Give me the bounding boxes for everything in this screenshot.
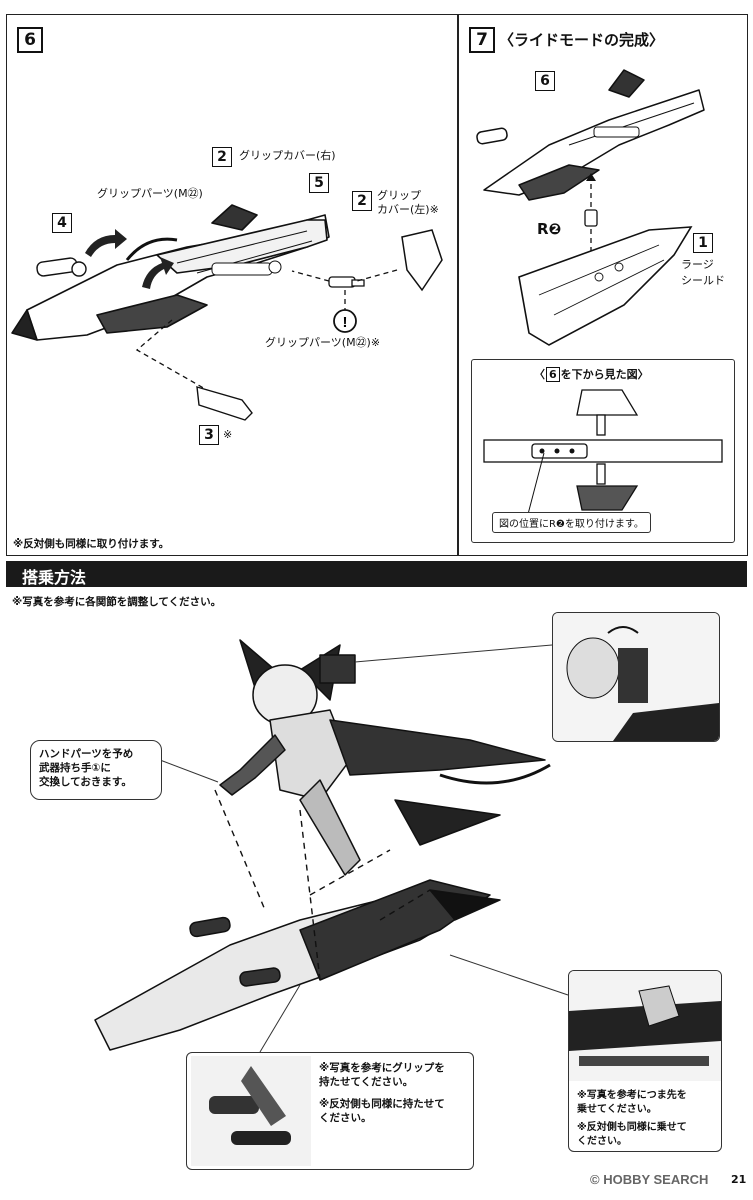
figure-leg <box>299 779 361 876</box>
step6-illustration: ! <box>11 204 443 421</box>
lower-blade <box>96 294 208 334</box>
step6-footnote: ※反対側も同様に取り付けます。 <box>13 538 170 550</box>
ride-header-bar: 搭乗方法 <box>6 561 747 587</box>
caution-icon: ! <box>343 314 348 331</box>
step7-title: 〈ライドモードの完成〉 <box>499 31 665 49</box>
figure-cable <box>439 763 551 785</box>
r2-pin <box>584 209 598 227</box>
part-2-label: 2 <box>212 147 232 167</box>
step6-number: 6 <box>17 27 43 53</box>
grip-note-1: ※写真を参考にグリップを 持たせてください。 <box>319 1062 445 1088</box>
part-4-label: 4 <box>52 213 72 233</box>
detail-photo-top <box>552 612 720 742</box>
ride-illustration <box>94 639 569 1053</box>
grip-cover-left-label: グリップ カバー(左)※ <box>377 189 439 216</box>
figure-backpack <box>319 654 356 684</box>
toe-note-2: ※反対側も同様に乗せて ください。 <box>577 1122 687 1147</box>
blade-fin <box>211 204 258 231</box>
part-2b-label: 2 <box>352 191 372 211</box>
hand-note-box: ハンドパーツを予め 武器持ち手①に 交換しておきます。 <box>30 740 162 800</box>
bike-spike <box>429 889 501 921</box>
front-tip <box>11 309 38 341</box>
part-5-label: 5 <box>309 173 329 193</box>
step7-number: 7 <box>469 27 495 53</box>
part-3-label: 3 <box>199 425 219 445</box>
toe-note-1: ※写真を参考につま先を 乗せてください。 <box>577 1090 687 1115</box>
toe-note-box: ※写真を参考につま先を 乗せてください。 ※反対側も同様に乗せて ください。 <box>568 970 722 1152</box>
part-3-piece <box>196 386 253 421</box>
r2-label: R❷ <box>537 220 562 238</box>
subview-illustration <box>483 389 723 519</box>
rotate-arrow-2 <box>142 257 174 289</box>
grip-cover-left-part <box>401 229 443 292</box>
grip-note-box: ※写真を参考にグリップを 持たせてください。 ※反対側も同様に持たせて ください… <box>186 1052 474 1170</box>
bike-grip-left <box>189 916 231 938</box>
page-number: 21 <box>731 1173 747 1186</box>
watermark: © HOBBY SEARCH <box>590 1172 709 1187</box>
subview-title-num: 6 <box>546 367 560 382</box>
large-shield-part <box>518 226 693 346</box>
grip-cover-right-label: グリップカバー(右) <box>239 149 336 162</box>
hand-note: ハンドパーツを予め 武器持ち手①に 交換しておきます。 <box>39 748 134 788</box>
step7-part-1-label: 1 <box>693 233 713 253</box>
step7-illustration <box>476 69 705 346</box>
figure-tail-fin <box>394 799 501 846</box>
grip-part-small <box>328 276 356 288</box>
step7-panel: 7 〈ライドモードの完成〉 6 1 ラージ シールド R❷ <box>458 14 748 556</box>
figure-torso <box>269 709 351 801</box>
step6-panel: 6 2 グリップカバー(右) グリップパーツ(M㉒) 5 2 グリップ カバー(… <box>6 14 458 556</box>
figure-arm-left <box>219 734 286 796</box>
figure-wing <box>329 719 546 776</box>
part-4-grip <box>36 257 78 277</box>
part-3-mark: ※ <box>223 428 233 441</box>
grip-parts-label-bottom: グリップパーツ(M㉒)※ <box>265 336 381 349</box>
bike-grip-right <box>239 967 281 987</box>
step7-part-6-label: 6 <box>535 71 555 91</box>
large-shield-label: ラージ シールド <box>681 258 725 287</box>
ride-header-title: 搭乗方法 <box>22 568 87 587</box>
rotate-arrow-1 <box>85 229 127 257</box>
subview-note: 図の位置にR❷を取り付けます。 <box>492 512 651 533</box>
ride-intro: ※写真を参考に各関節を調整してください。 <box>12 596 222 608</box>
grip-parts-label-top: グリップパーツ(M㉒) <box>97 187 203 200</box>
grip-note-2: ※反対側も同様に持たせて ください。 <box>319 1098 445 1124</box>
